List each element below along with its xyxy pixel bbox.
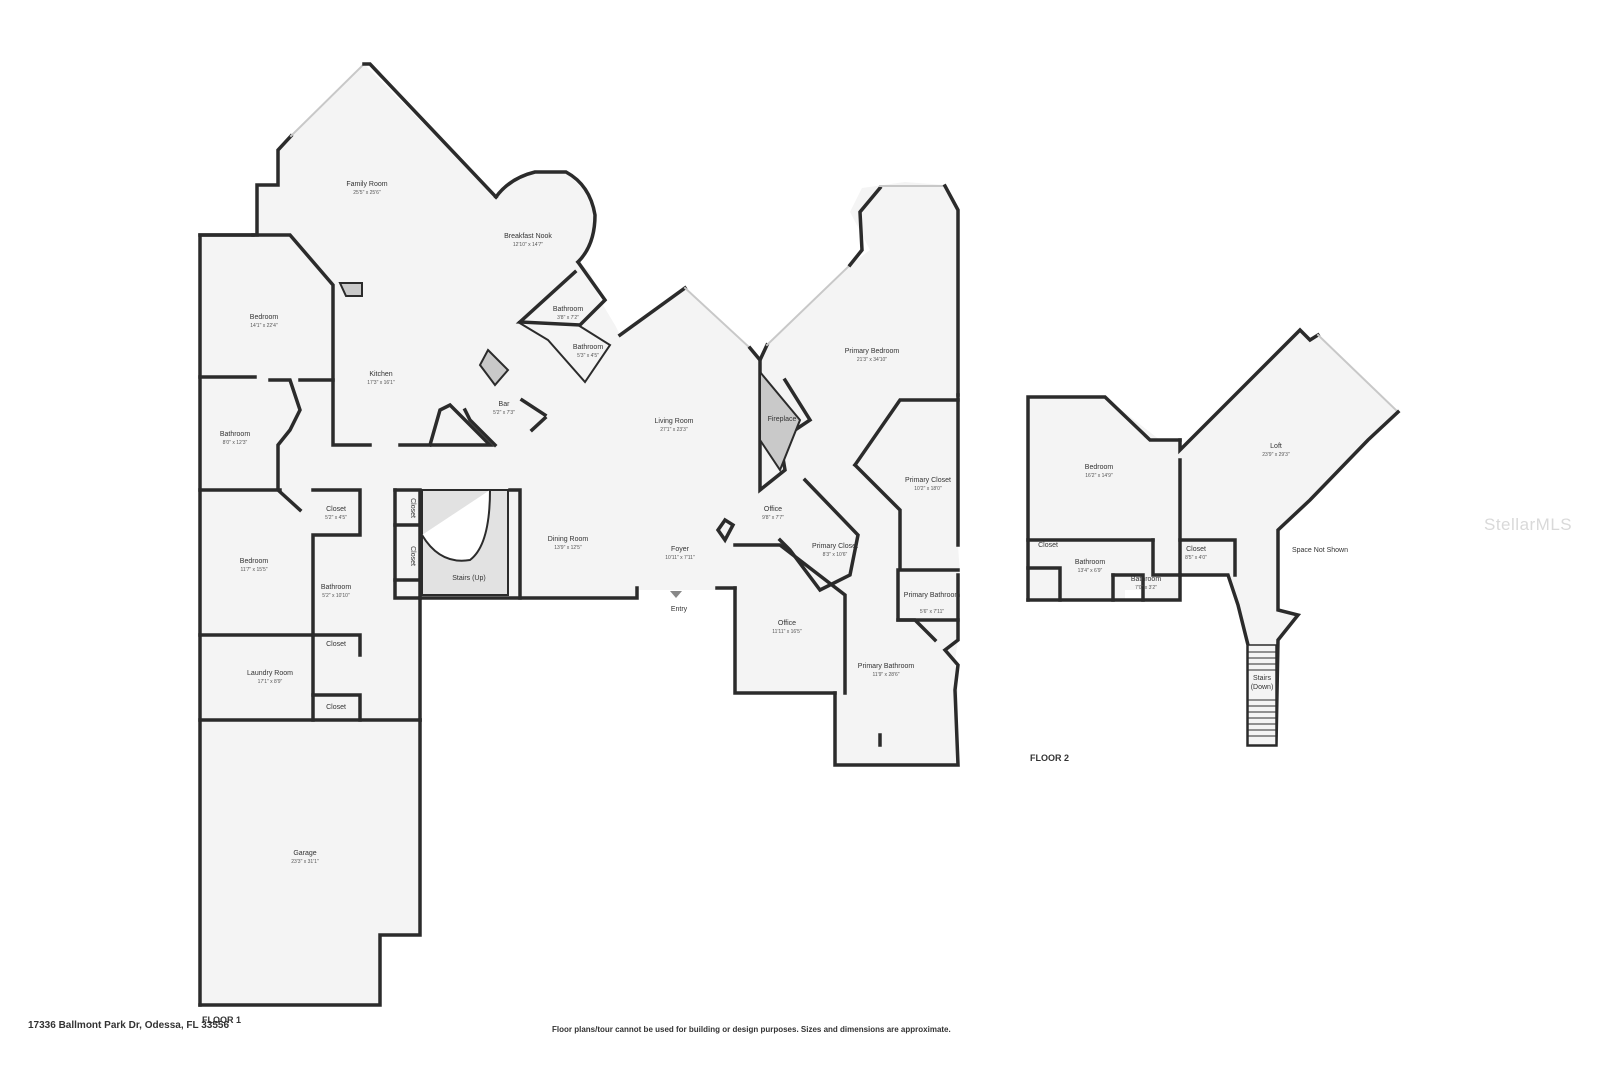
room-dim-bathroom-4: 5'2" x 10'10" (322, 593, 350, 599)
room-dim-primary-closet: 10'2" x 18'0" (914, 486, 942, 492)
room-name-closet-1: Closet (326, 506, 346, 513)
room-name-stairs-down-dir: (Down) (1251, 684, 1274, 691)
room-dim-office-small: 9'8" x 7'7" (762, 515, 784, 521)
room-dim-loft: 23'9" x 29'3" (1262, 452, 1290, 458)
property-address: 17336 Ballmont Park Dr, Odessa, FL 33556 (28, 1020, 230, 1031)
room-dim-office: 11'11" x 16'5" (772, 629, 802, 635)
room-dim-closet-1: 5'2" x 4'5" (325, 515, 347, 521)
room-name-bathroom-2: Bathroom (573, 344, 604, 351)
room-dim-primary-bathroom-small: 5'6" x 7'11" (920, 609, 944, 615)
room-dim-laundry-room: 17'1" x 8'9" (258, 679, 283, 685)
floor-2-plan (1026, 327, 1401, 747)
room-name-stairs-down: Stairs (1253, 675, 1271, 682)
room-name-bedroom-3: Bedroom (1085, 464, 1114, 471)
floor-1-label: FLOOR 1 (202, 1015, 241, 1025)
room-name-living-room: Living Room (655, 418, 694, 425)
room-name-closet-v1: Closet (409, 498, 416, 518)
room-name-garage: Garage (293, 850, 316, 857)
room-dim-bathroom-2: 5'3" x 4'5" (577, 353, 599, 359)
room-dim-primary-bathroom: 11'9" x 28'6" (872, 672, 899, 678)
room-name-closet-2: Closet (326, 641, 346, 648)
room-dim-kitchen: 17'3" x 16'1" (367, 380, 395, 386)
room-dim-family-room: 25'5" x 25'6" (353, 190, 381, 196)
room-dim-bedroom-2: 11'7" x 15'5" (240, 567, 267, 573)
room-name-bedroom-1: Bedroom (250, 314, 279, 321)
room-dim-closet-5: 8'5" x 4'0" (1185, 555, 1207, 561)
room-name-bathroom-4: Bathroom (321, 584, 352, 591)
room-name-bathroom-3: Bathroom (220, 431, 251, 438)
room-name-primary-bathroom: Primary Bathroom (858, 663, 915, 670)
room-name-bathroom-5: Bathroom (1075, 559, 1106, 566)
room-name-bar: Bar (499, 401, 511, 408)
room-dim-dining-room: 13'9" x 12'5" (554, 545, 582, 551)
room-name-bathroom-6: Bathroom (1131, 576, 1162, 583)
room-name-primary-bathroom-small: Primary Bathroom (904, 592, 961, 599)
room-dim-bathroom-1: 3'8" x 7'2" (557, 315, 579, 321)
room-name-closet-3: Closet (326, 704, 346, 711)
room-dim-bar: 5'2" x 7'3" (493, 410, 515, 416)
room-name-laundry-room: Laundry Room (247, 670, 293, 677)
room-name-primary-closet-small: Primary Closet (812, 543, 858, 550)
room-dim-bedroom-1: 14'1" x 22'4" (250, 323, 278, 329)
watermark: StellarMLS (1484, 515, 1573, 534)
room-name-fireplace: Fireplace (768, 416, 797, 423)
room-labels: Family Room 25'5" x 25'6" Breakfast Nook… (220, 181, 1348, 865)
room-name-primary-closet: Primary Closet (905, 477, 951, 484)
room-name-entry: Entry (671, 606, 688, 613)
room-name-primary-bedroom: Primary Bedroom (845, 348, 900, 355)
room-dim-living-room: 27'1" x 23'3" (660, 427, 688, 433)
room-dim-bathroom-6: 7'0" x 3'2" (1135, 585, 1157, 591)
room-dim-primary-bedroom: 21'3" x 34'10" (857, 357, 887, 363)
room-dim-foyer: 10'11" x 7'11" (665, 555, 695, 561)
stairs-down-treads (1247, 644, 1277, 746)
room-name-kitchen: Kitchen (369, 371, 392, 378)
room-name-stairs-up: Stairs (Up) (452, 575, 485, 582)
disclaimer: Floor plans/tour cannot be used for buil… (552, 1025, 951, 1034)
room-name-office: Office (778, 620, 796, 627)
room-name-closet-v2: Closet (409, 546, 416, 566)
room-dim-breakfast-nook: 12'10" x 14'7" (513, 242, 543, 248)
room-dim-bathroom-5: 13'4" x 6'9" (1078, 568, 1103, 574)
room-dim-bathroom-3: 8'0" x 12'3" (223, 440, 248, 446)
room-dim-garage: 23'3" x 31'1" (291, 859, 319, 865)
room-name-foyer: Foyer (671, 546, 690, 553)
room-name-breakfast-nook: Breakfast Nook (504, 233, 552, 240)
room-name-bathroom-1: Bathroom (553, 306, 584, 313)
room-name-closet-4: Closet (1038, 542, 1058, 549)
room-name-office-small: Office (764, 506, 782, 513)
room-dim-bedroom-3: 16'2" x 14'9" (1085, 473, 1113, 479)
room-name-closet-5: Closet (1186, 546, 1206, 553)
room-dim-primary-closet-small: 8'3" x 10'6" (823, 552, 848, 558)
room-name-space-not-shown: Space Not Shown (1292, 547, 1348, 554)
room-name-dining-room: Dining Room (548, 536, 589, 543)
room-name-family-room: Family Room (346, 181, 387, 188)
floor-1-plan (198, 62, 960, 1007)
room-name-bedroom-2: Bedroom (240, 558, 269, 565)
room-name-loft: Loft (1270, 443, 1282, 450)
floor-2-label: FLOOR 2 (1030, 753, 1069, 763)
